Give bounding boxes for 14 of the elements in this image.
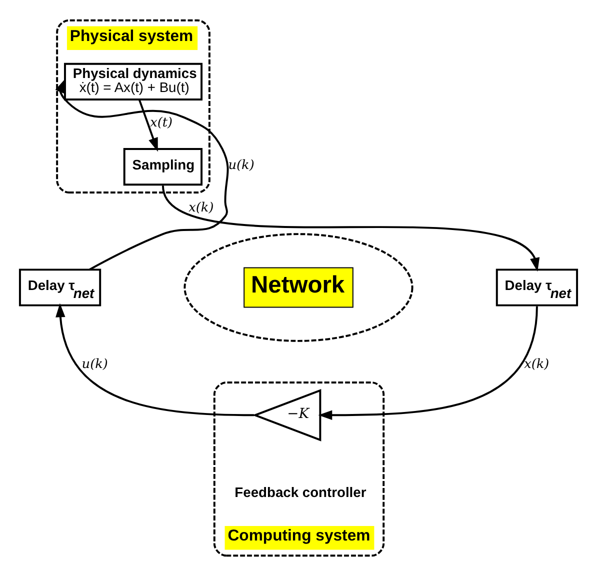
edge-label: x(t)	[150, 116, 173, 131]
node-box: Physical dynamics ẋ(t) = Ax(t) + Bu(t)	[64, 62, 203, 100]
node-box: Sampling	[123, 148, 203, 186]
node-ellipse: Network	[184, 233, 414, 342]
edge-label: u(k)	[228, 158, 254, 174]
edge-label: x(k)	[188, 200, 214, 216]
arrow	[318, 306, 538, 420]
node-label: Feedback controller	[234, 484, 366, 500]
edge-label: x(k)	[524, 357, 550, 372]
edge-label: u(k)	[82, 357, 108, 372]
arrow	[162, 185, 540, 272]
arrow	[55, 78, 229, 270]
arrow	[56, 303, 254, 416]
arrow	[138, 100, 158, 152]
